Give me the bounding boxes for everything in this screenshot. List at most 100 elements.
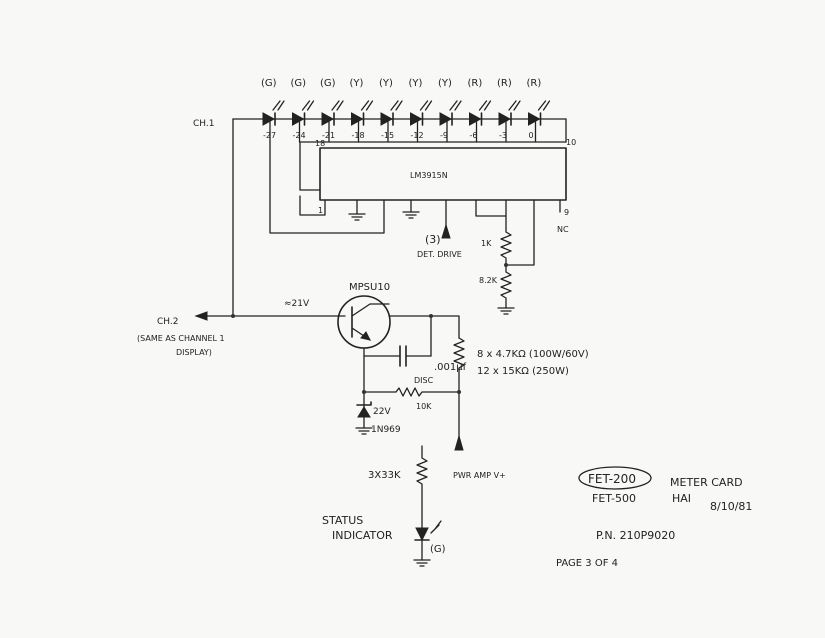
pin9-label: 9 [564, 208, 569, 217]
resistor-10k [363, 355, 460, 397]
ic-pin-wire-c [269, 141, 385, 234]
ref-wire-3 [505, 199, 535, 266]
light-rays-icon [360, 100, 374, 111]
ic-pin-wire-a [299, 141, 321, 191]
led-level-label: -27 [263, 131, 276, 140]
junction-dot [504, 263, 508, 267]
zener-diode-icon [357, 406, 371, 418]
emitter-arrow-icon [360, 331, 371, 341]
r10k-label: 10K [416, 402, 432, 411]
resistor-8k2 [500, 264, 512, 309]
det-drive-arrow-icon [441, 223, 451, 239]
pwr-arrow-icon [454, 434, 464, 451]
led-color-label: (R) [527, 78, 542, 89]
ch2-note-1: (SAME AS CHANNEL 1 [137, 334, 225, 343]
r2-label: 8.2K [479, 276, 498, 285]
ch2-note-2: DISPLAY) [176, 348, 212, 357]
led-color-label: (Y) [379, 78, 393, 89]
collector-wire [388, 315, 460, 339]
led-color-label: (R) [468, 78, 483, 89]
model2-label: FET-500 [592, 492, 636, 505]
light-rays-icon [449, 100, 462, 111]
light-rays-icon [430, 520, 442, 534]
resistor-33k [416, 445, 428, 529]
led-color-label: (Y) [350, 78, 364, 89]
transistor-label: MPSU10 [349, 282, 390, 293]
junction-dot [362, 390, 366, 394]
voltage-21-label: ≈21V [284, 299, 310, 309]
ground-icon [348, 213, 366, 221]
led-level-label: -15 [381, 131, 394, 140]
ch2-label: CH.2 [157, 317, 178, 327]
junction-dot [429, 314, 433, 318]
resistor-bank [453, 337, 465, 393]
led-level-label: 0 [529, 131, 534, 140]
ground-icon [413, 559, 431, 567]
led-color-label: (R) [497, 78, 512, 89]
det-drive-label: DET. DRIVE [417, 250, 462, 259]
led-level-label: -12 [411, 131, 424, 140]
pin1-label: 1 [318, 206, 323, 215]
cap-wire [363, 347, 432, 357]
junction-dot [457, 390, 461, 394]
light-rays-icon [390, 100, 403, 111]
r33k-label: 3X33K [368, 470, 401, 481]
ch1-label: CH.1 [193, 119, 214, 129]
led-bar-row: (G) -27 (G) -24 (G) -21 (Y) -18 (Y) -15 (Y) -12 (Y) -… [261, 78, 567, 143]
status-led-label: (G) [430, 544, 446, 555]
pin10-label: 10 [566, 138, 576, 147]
det-drive-num: (3) [425, 233, 441, 246]
zener-label: 1N969 [371, 425, 401, 435]
led-color-label: (G) [261, 78, 277, 89]
led-level-label: -9 [440, 131, 448, 140]
led-level-label: -21 [322, 131, 335, 140]
status-led-icon [415, 527, 429, 542]
ref-wire [475, 199, 507, 229]
nc-label: NC [557, 225, 569, 234]
zener-v-label: 22V [373, 407, 391, 417]
ground-icon [402, 211, 420, 219]
date-label: 8/10/81 [710, 500, 752, 513]
res-bank-2: 12 x 15KΩ (250W) [477, 366, 569, 377]
cap-label: .001µf [434, 362, 467, 373]
led-level-label: -6 [470, 131, 478, 140]
res-bank-1: 8 x 4.7KΩ (100W/60V) [477, 349, 589, 360]
ground-icon [497, 307, 515, 315]
lm3915-ic [319, 147, 567, 201]
pwr-label: PWR AMP V+ [453, 471, 506, 480]
capacitor-icon [399, 345, 407, 367]
light-rays-icon [508, 100, 521, 111]
model-oval [578, 466, 652, 490]
light-rays-icon [537, 100, 551, 111]
light-rays-icon [478, 100, 492, 111]
light-rays-icon [419, 100, 433, 111]
led-level-label: -3 [499, 131, 507, 140]
model-label: FET-200 [588, 472, 636, 486]
led-color-label: (G) [320, 78, 336, 89]
resistor-1k [500, 227, 512, 266]
led-color-label: (Y) [438, 78, 452, 89]
led-level-label: -18 [352, 131, 365, 140]
card-label: METER CARD [670, 476, 743, 489]
status-label-1: STATUS [322, 514, 363, 527]
light-rays-icon [331, 100, 344, 111]
page-label: PAGE 3 OF 4 [556, 558, 618, 569]
ground-icon [355, 427, 373, 435]
junction-dot [231, 314, 235, 318]
pn-label: P.N. 210P9020 [596, 529, 675, 542]
led-level-label: -24 [293, 131, 306, 140]
pin18-label: 18 [315, 139, 325, 148]
zener-bar-icon [356, 401, 372, 406]
led-color-label: (G) [291, 78, 307, 89]
author-label: HAI [672, 492, 691, 505]
ch2-arrow-icon [194, 311, 208, 321]
transistor-leads-icon [351, 303, 390, 341]
light-rays-icon [301, 100, 315, 111]
ic-label: LM3915N [410, 171, 448, 180]
status-label-2: INDICATOR [332, 529, 393, 542]
ic-pin-wire-b [299, 195, 326, 216]
led-color-label: (Y) [409, 78, 423, 89]
light-rays-icon [272, 100, 285, 111]
